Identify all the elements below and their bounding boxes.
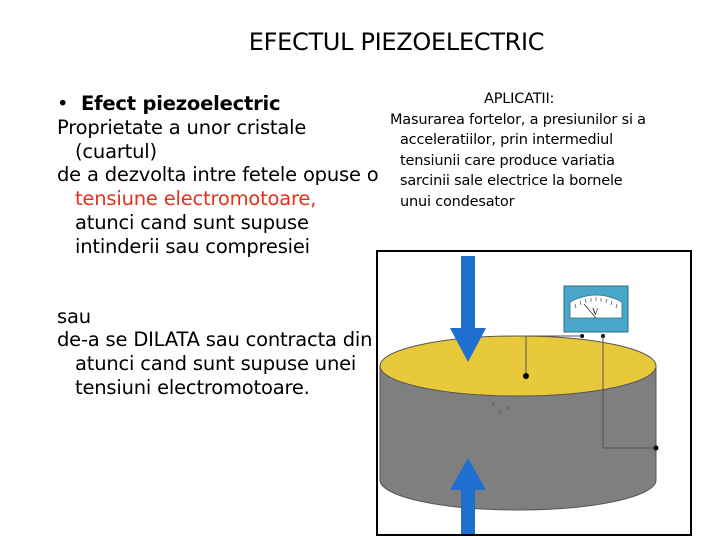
- definition-line: sau: [57, 304, 91, 328]
- applications-block: APLICATII: Masurarea fortelor, a presiun…: [386, 89, 716, 212]
- bullet-marker: •: [57, 92, 69, 115]
- force-arrow-bottom-head: [450, 458, 486, 490]
- bullet-item: • Efect piezoelectric: [57, 92, 397, 116]
- voltmeter-scale: [574, 297, 618, 309]
- wire-side: [602, 336, 658, 449]
- applications-line: tensiunii care produce variatia: [400, 152, 615, 169]
- definition-line: de-a se DILATA sau contracta din: [57, 328, 373, 352]
- applications-title: APLICATII:: [484, 91, 555, 107]
- definition-line: intinderii sau compresiei: [75, 234, 310, 258]
- definition-line: Proprietate a unor cristale: [57, 115, 307, 139]
- force-arrow-bottom-shaft: [461, 488, 475, 534]
- voltmeter-dial: [569, 294, 623, 319]
- force-arrow-top-shaft: [461, 256, 475, 330]
- crystal-top: [379, 335, 657, 397]
- definition-line: de a dezvolta intre fetele opuse o: [57, 163, 379, 187]
- definition-line: atunci cand sunt supuse: [75, 210, 309, 234]
- applications-line: acceleratiilor, prin intermediul: [400, 132, 613, 148]
- applications-line: Masurarea fortelor, a presiunilor si a: [390, 111, 646, 128]
- wire-top: [525, 335, 582, 376]
- page-title: EFECTUL PIEZOELECTRIC: [248, 28, 545, 56]
- force-arrow-top-head: [450, 328, 486, 362]
- voltmeter-needle: [583, 303, 597, 319]
- applications-text: Masurarea fortelor, a presiunilor si a a…: [386, 110, 716, 213]
- definition-line: (cuartul): [75, 139, 157, 163]
- piezoelectric-diagram: V: [376, 250, 692, 536]
- definition-line: tensiuni electromotoare.: [75, 375, 310, 399]
- voltmeter-symbol: V: [592, 307, 599, 317]
- bullet-label: Efect piezoelectric: [81, 92, 281, 115]
- definition-line: atunci cand sunt supuse unei: [75, 352, 357, 376]
- applications-line: sarcinii sale electrice la bornele: [400, 173, 623, 189]
- definition-highlight: tensiune electromotoare,: [75, 187, 317, 211]
- crystal-side: [379, 365, 657, 511]
- applications-line: unui condesator: [400, 193, 515, 210]
- diagram-svg: V: [379, 256, 659, 534]
- definition-text: • Efect piezoelectric Proprietate a unor …: [57, 92, 397, 400]
